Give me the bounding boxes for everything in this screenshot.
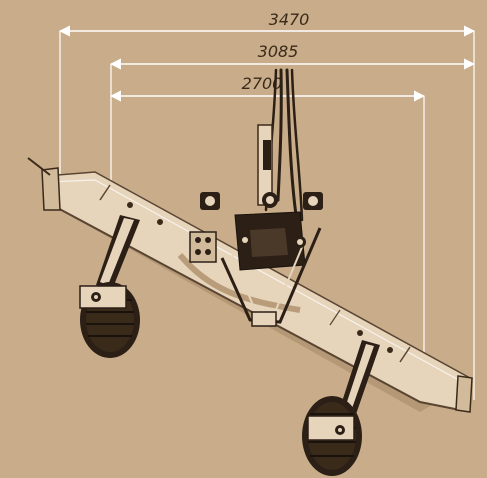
left-gauge-wheel (79, 215, 140, 358)
valve-block (189, 231, 217, 263)
dimension-label-2700: 2700 (242, 74, 283, 93)
toolbar-beam (27, 157, 473, 413)
hitch-headstock (189, 124, 323, 327)
left-coupler (200, 192, 220, 210)
dimension-label-3085: 3085 (258, 42, 299, 61)
right-gauge-wheel (302, 340, 380, 476)
dimension-lines: 3470 3085 2700 (58, 10, 476, 400)
right-coupler (303, 192, 323, 210)
dimension-label-3470: 3470 (269, 10, 310, 29)
